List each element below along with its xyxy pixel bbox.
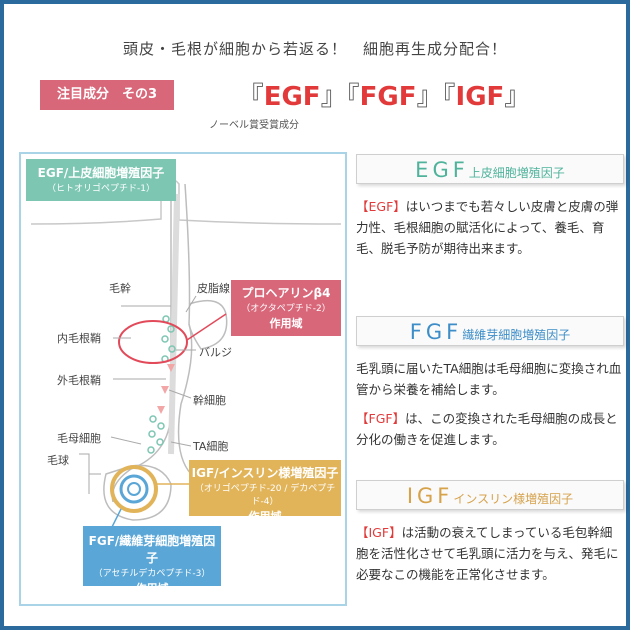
- label-bulge: バルジ: [199, 346, 232, 359]
- egf-heading: EGF上皮細胞増殖因子: [356, 154, 624, 184]
- label-hair-shaft: 毛幹: [109, 282, 131, 295]
- fgf-section: FGF繊維芽細胞増殖因子 毛乳頭に届いたTA細胞は毛母細胞に変換され血管から栄養…: [356, 316, 624, 450]
- label-inner-root-sheath: 内毛根鞘: [57, 332, 101, 345]
- label-hair-matrix: 毛母細胞: [57, 432, 101, 445]
- label-stem-cell: 幹細胞: [193, 394, 226, 407]
- factor-fgf: FGF: [359, 82, 417, 112]
- fgf-description-1: 毛乳頭に届いたTA細胞は毛母細胞に変換され血管から栄養を補給します。: [356, 361, 622, 397]
- fgf-box: FGF/繊維芽細胞増殖因子 （アセチルデカペプチド-3） 作用域: [83, 526, 221, 595]
- igf-section: IGFインスリン様増殖因子 【IGF】は活動の衰えてしまっている毛包幹細胞を活性…: [356, 480, 624, 585]
- label-hair-bulb: 毛球: [47, 454, 69, 467]
- egf-section: EGF上皮細胞増殖因子 【EGF】はいつまでも若々しい皮膚と皮膚の弾力性、毛根細…: [356, 154, 624, 259]
- igf-heading: IGFインスリン様増殖因子: [356, 480, 624, 510]
- label-sebaceous: 皮脂線: [197, 282, 230, 295]
- egf-description: 【EGF】はいつまでも若々しい皮膚と皮膚の弾力性、毛根細胞の賦活化によって、養毛…: [356, 199, 619, 256]
- label-ta-cell: TA細胞: [193, 440, 229, 453]
- factor-igf: IGF: [455, 82, 505, 112]
- growth-factors-title: 『EGF』『FGF』『IGF』: [237, 82, 531, 112]
- egf-box: EGF/上皮細胞増殖因子 （ヒトオリゴペプチド-1）: [26, 159, 176, 201]
- prohairin-box: プロヘアリンβ4 （オクタペプチド-2） 作用域: [231, 280, 341, 336]
- igf-box: IGF/インスリン様増殖因子 （オリゴペプチド-20 / デカペプチド-4） 作…: [189, 460, 341, 523]
- factor-egf: EGF: [263, 82, 321, 112]
- headline: 頭皮・毛根が細胞から若返る！ 細胞再生成分配合！: [122, 40, 507, 58]
- feature-badge: 注目成分 その3: [40, 80, 174, 110]
- fgf-description-2: 【FGF】は、この変換された毛母細胞の成長と分化の働きを促進します。: [356, 411, 618, 447]
- igf-description: 【IGF】は活動の衰えてしまっている毛包幹細胞を活性化させて毛乳頭に活力を与え、…: [356, 525, 619, 582]
- follicle-illustration: [30, 174, 342, 530]
- nobel-note: ノーベル賞受賞成分: [209, 120, 299, 131]
- fgf-heading: FGF繊維芽細胞増殖因子: [356, 316, 624, 346]
- label-outer-root-sheath: 外毛根鞘: [57, 374, 101, 387]
- hair-follicle-diagram: EGF/上皮細胞増殖因子 （ヒトオリゴペプチド-1） 毛幹 皮脂線 内毛根鞘 バ…: [19, 152, 347, 606]
